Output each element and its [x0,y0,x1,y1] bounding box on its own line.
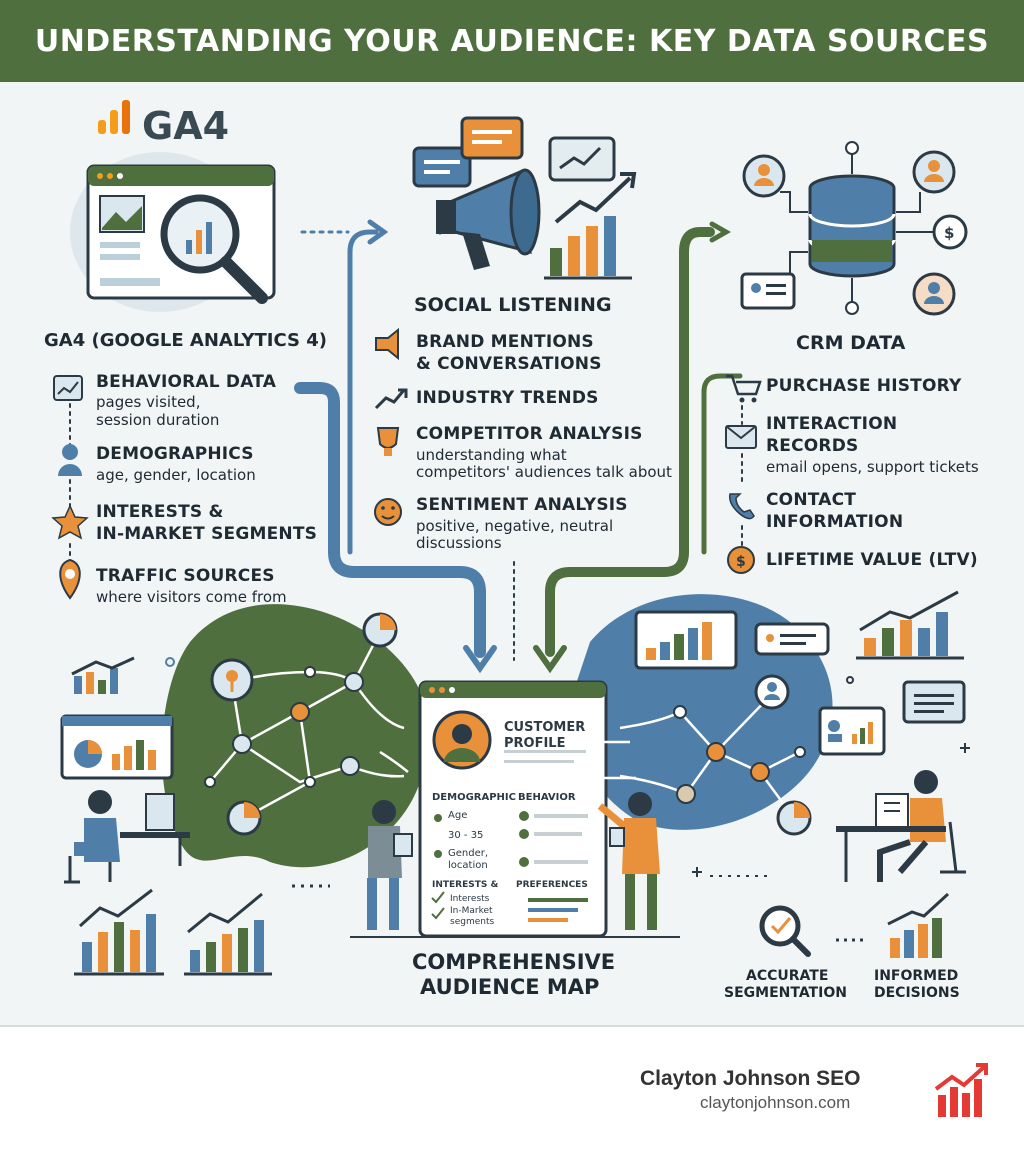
customer-profile-card [350,680,680,938]
brand-logo-icon [934,1063,988,1117]
footer: Clayton Johnson SEO claytonjohnson.com [0,1025,1024,1154]
ga4-item-detail: pages visited, [96,393,201,411]
ga4-item-detail: session duration [96,411,220,429]
decision-chart-icon [887,892,950,958]
profile-age-value: 30 - 35 [448,830,484,841]
profile-preferences-label: PREFERENCES [516,880,588,890]
card-inflow-arrows [379,740,636,780]
page-title: UNDERSTANDING YOUR AUDIENCE: KEY DATA SO… [34,23,990,59]
growth-chart-icon [544,172,637,280]
profile-gender: Gender, [448,848,489,859]
bar-chart-card-icon [634,610,738,670]
profile-age-label: Age [448,810,468,821]
social-item-detail: discussions [416,534,502,552]
crm-node-icons [740,141,968,316]
bottom-left-chart-1-icon [74,888,164,976]
ga4-item-title: INTERESTS & [96,502,224,522]
illustration-layer: $ [51,100,970,976]
segmentation-magnifier-icon [759,905,811,957]
ga4-logo-text: GA4 [142,104,230,148]
brand-url[interactable]: claytonjohnson.com [700,1093,851,1112]
crm-item-title: PURCHASE HISTORY [766,376,962,396]
infographic-canvas: $ [0,82,1024,1025]
crm-item-title: CONTACT [766,490,857,510]
social-item-detail: competitors' audiences talk about [416,463,672,481]
profile-gender: location [448,860,488,871]
crm-heading: CRM DATA [796,332,906,354]
crm-item-title: INTERACTION [766,414,898,434]
social-item-title: INDUSTRY TRENDS [416,388,599,408]
right-worker-icon [836,770,966,882]
megaphone-illustration-icon [436,168,541,270]
ga4-logo-icon [98,100,130,134]
database-icon [808,174,896,278]
map-caption: AUDIENCE MAP [420,975,600,999]
top-right-chart-icon [856,590,964,660]
outcome-segmentation: SEGMENTATION [724,985,847,1001]
decor-sparkles [165,229,970,888]
social-item-detail: positive, negative, neutral [416,517,614,535]
right-network-nodes [673,674,812,836]
crm-item-title: INFORMATION [766,512,904,532]
map-caption: COMPREHENSIVE [412,950,616,974]
left-worker-icon [60,656,190,884]
profile-demographic-label: DEMOGRAPHIC [432,792,516,803]
profile-interest-item: In-Market [450,906,493,916]
outcome-segmentation: ACCURATE [746,968,829,984]
outcome-decisions: INFORMED [874,968,959,984]
ga4-heading: GA4 (GOOGLE ANALYTICS 4) [44,330,328,351]
title-banner: UNDERSTANDING YOUR AUDIENCE: KEY DATA SO… [0,0,1024,82]
ga4-item-title: IN-MARKET SEGMENTS [96,524,318,544]
social-item-title: SENTIMENT ANALYSIS [416,495,628,515]
speech-bubbles-icon [412,116,616,188]
ga4-item-detail: age, gender, location [96,466,256,484]
list-icons [51,327,762,600]
man-presenter-icon [597,792,660,930]
social-item-title: & CONVERSATIONS [416,354,602,374]
ga4-item-title: DEMOGRAPHICS [96,444,254,464]
ga4-item-title: BEHAVIORAL DATA [96,372,277,392]
crm-item-title: RECORDS [766,436,859,456]
profile-title: CUSTOMER [504,720,586,735]
crm-connector-lines [780,152,940,304]
profile-title: PROFILE [504,736,566,751]
bottom-left-chart-2-icon [184,892,272,976]
outcome-decisions: DECISIONS [874,985,960,1001]
ga4-item-title: TRAFFIC SOURCES [96,566,275,586]
woman-presenter-icon [367,800,413,930]
social-heading: SOCIAL LISTENING [414,294,612,316]
chat-card-icon [754,622,830,656]
crm-item-detail: email opens, support tickets [766,458,979,476]
profile-interests-label: INTERESTS & [432,880,499,890]
ga4-item-detail: where visitors come from [96,588,287,606]
profile-card-small-icon [818,706,886,756]
profile-behavior-label: BEHAVIOR [518,792,576,803]
social-item-title: BRAND MENTIONS [416,332,594,352]
left-network-nodes [204,612,398,836]
document-card-icon [902,680,966,724]
profile-interest-item: segments [450,917,495,927]
profile-interest-item: Interests [450,894,490,904]
dollar-glyph: $ [944,224,954,242]
magnifier-icon [160,194,268,304]
crm-item-title: LIFETIME VALUE (LTV) [766,550,978,570]
brand-name: Clayton Johnson SEO [640,1067,861,1090]
social-item-detail: understanding what [416,446,567,464]
social-item-title: COMPETITOR ANALYSIS [416,424,643,444]
ltv-dollar-glyph: $ [736,554,746,570]
